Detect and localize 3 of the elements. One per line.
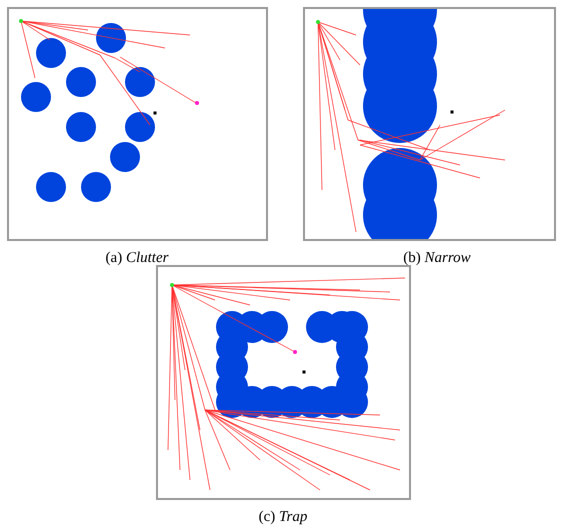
panel-caption: (a) Clutter	[106, 249, 168, 267]
panel-caption: (c) Trap	[258, 508, 308, 526]
panel-caption: (b) Narrow	[403, 249, 471, 267]
